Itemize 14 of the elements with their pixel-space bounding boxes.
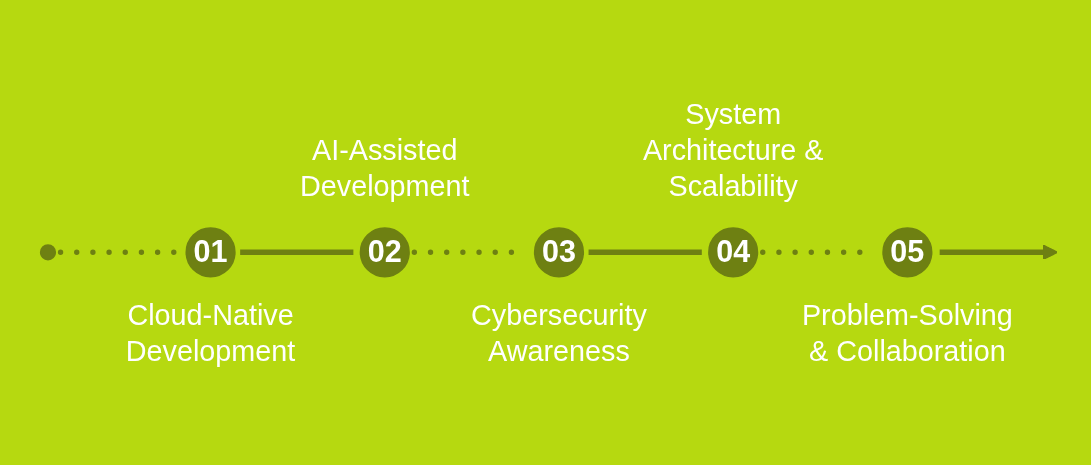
start-dot <box>39 244 57 261</box>
step-caption: AI-Assisted Development <box>300 133 470 202</box>
number-circle: 01 <box>185 227 236 278</box>
number-circle: 02 <box>359 227 410 278</box>
arrow <box>939 244 1059 261</box>
step-caption: Cybersecurity Awareness <box>471 299 647 367</box>
number-circle: 04 <box>708 227 759 278</box>
step-caption: System Architecture & Scalability <box>642 97 824 202</box>
connector-line <box>240 249 354 255</box>
step-caption: Cloud-Native Development <box>125 299 296 367</box>
number-circle: 03 <box>533 227 585 278</box>
number-circle: 05 <box>882 227 933 278</box>
connector-line <box>588 249 702 255</box>
step-caption: Problem-Solving & Collaboration <box>801 299 1013 367</box>
